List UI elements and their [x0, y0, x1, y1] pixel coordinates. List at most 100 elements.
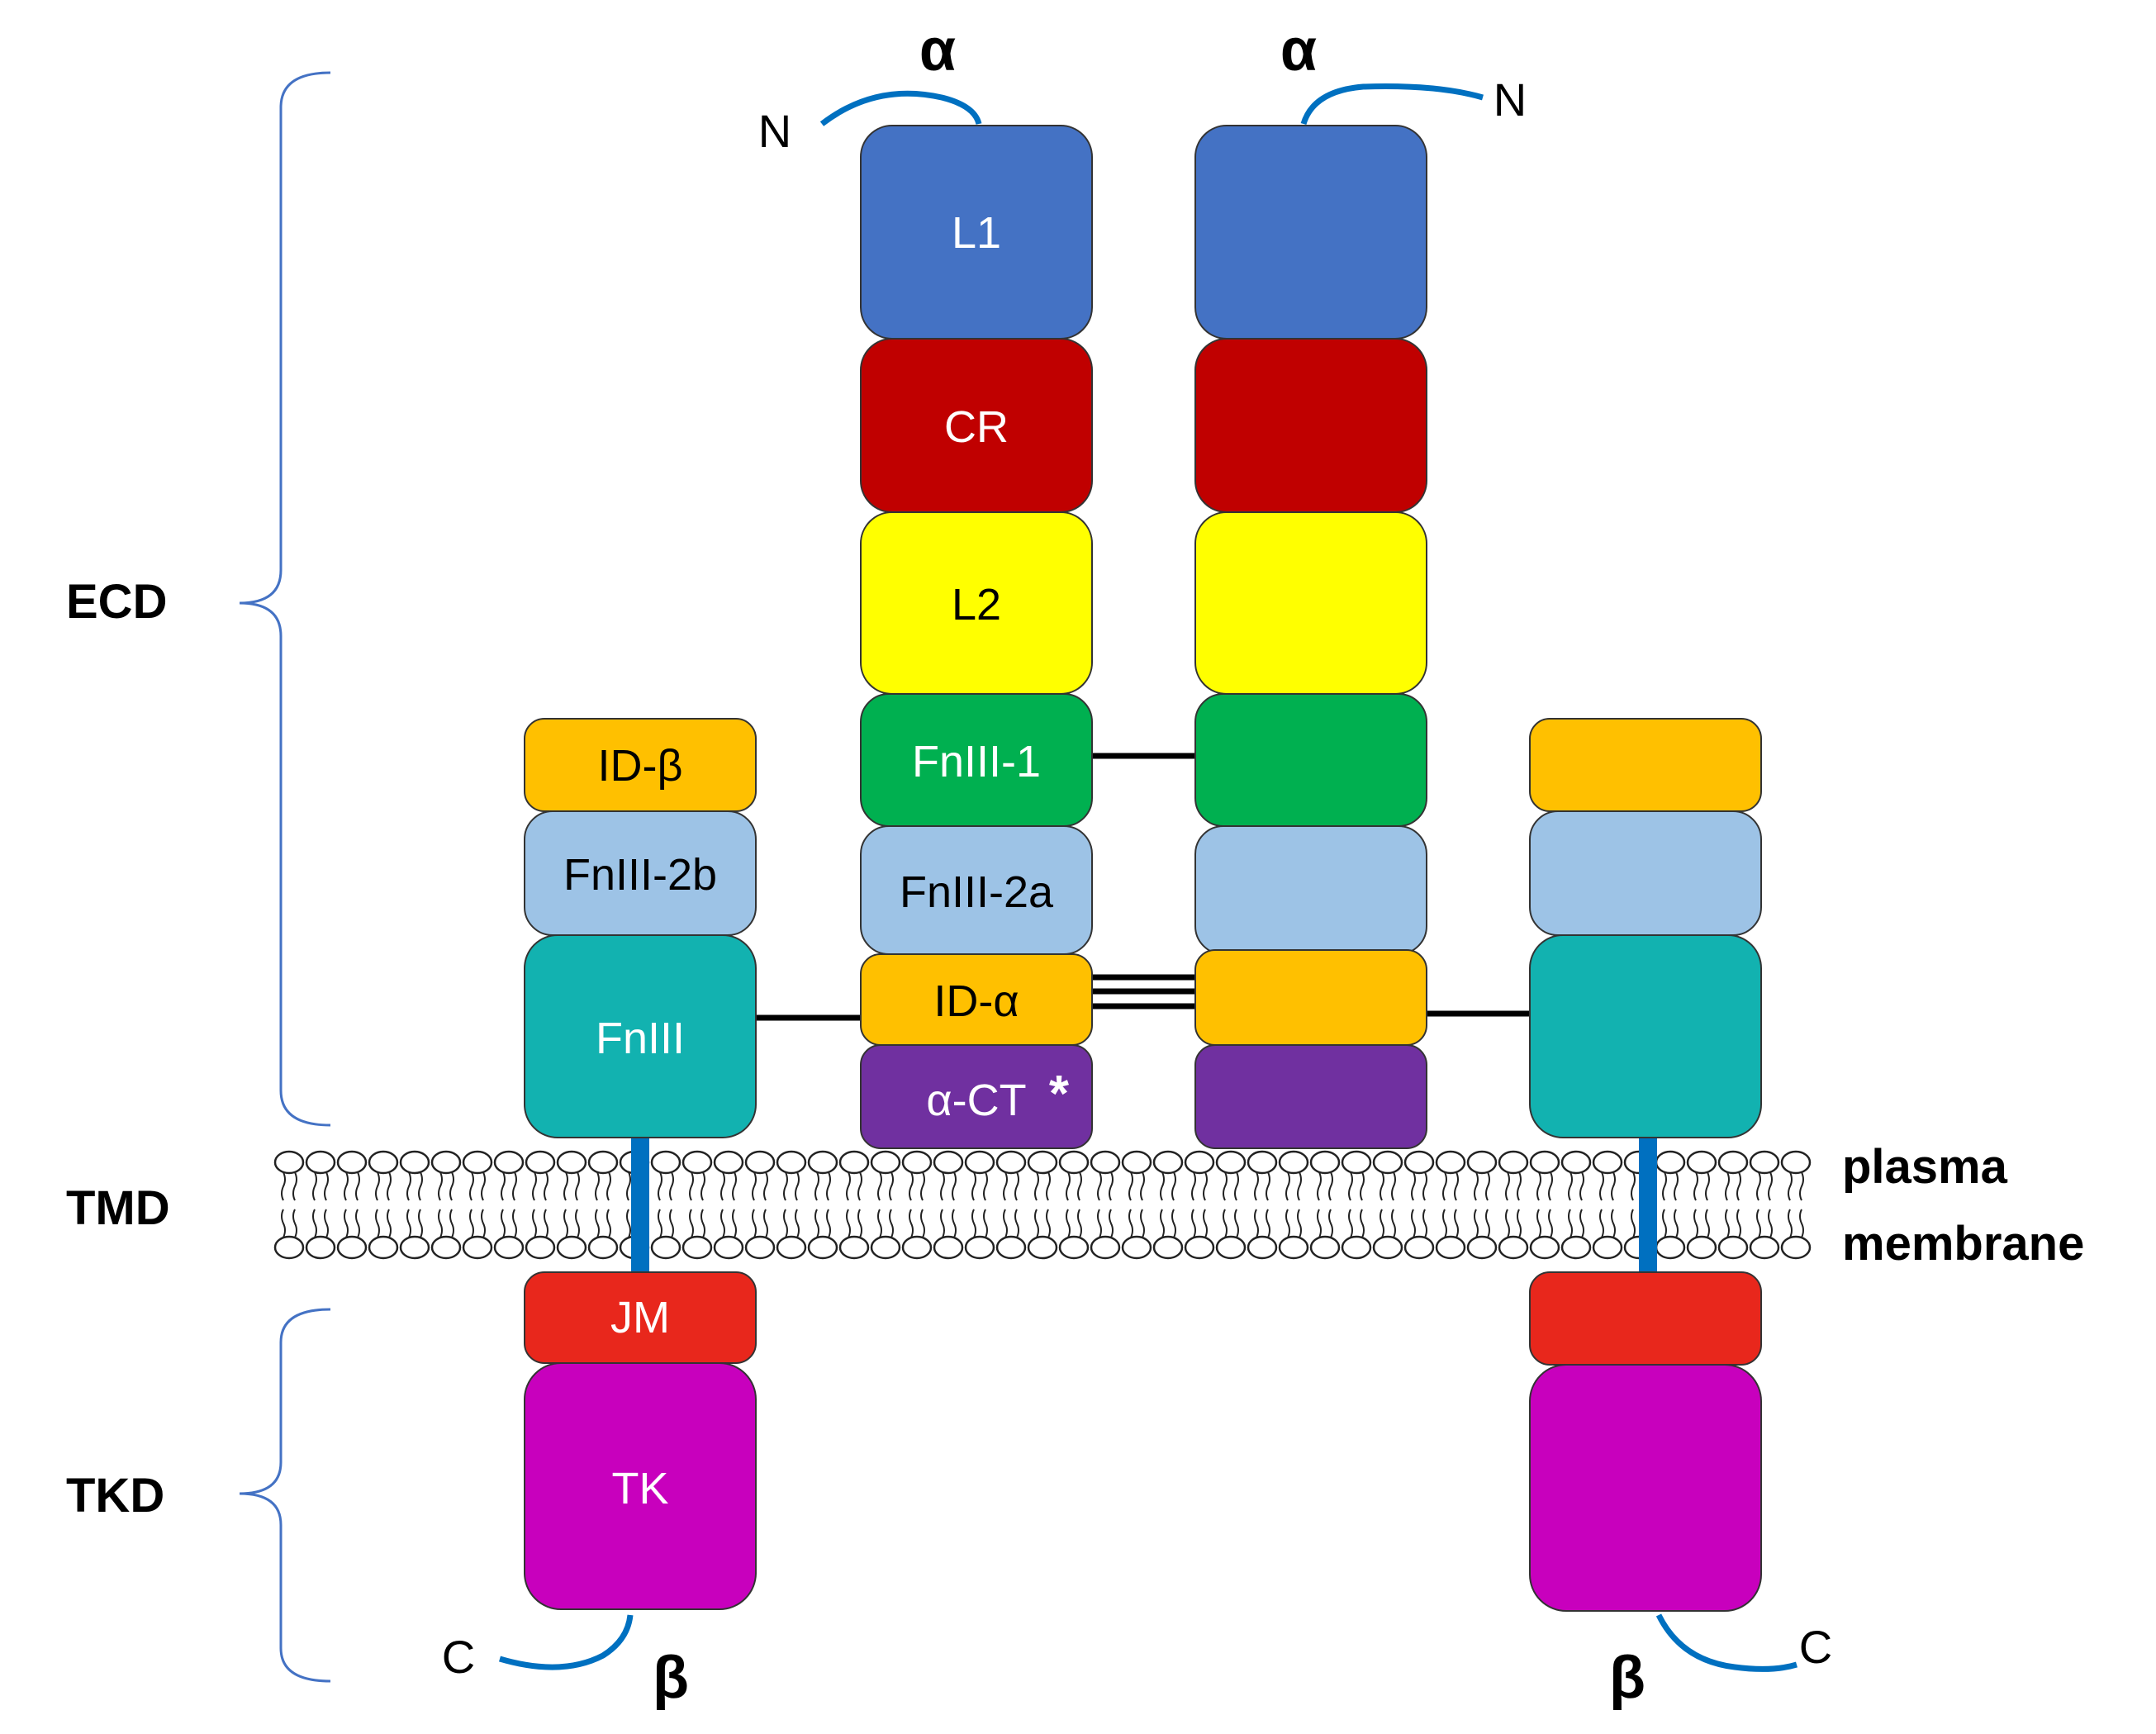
- lipid-head: [933, 1150, 964, 1175]
- lipid-tail: [1234, 1209, 1239, 1238]
- lipid-head: [1309, 1235, 1341, 1260]
- lipid-head: [1121, 1150, 1152, 1175]
- lipid-tail: [512, 1171, 517, 1201]
- lipid-tail: [1768, 1209, 1773, 1238]
- lipid-head: [1749, 1150, 1780, 1175]
- domain-label-cr: CR: [944, 402, 1009, 452]
- lipid-head: [587, 1235, 619, 1260]
- lipid-tail: [920, 1171, 925, 1201]
- lipid-head: [964, 1235, 995, 1260]
- lipid-head: [870, 1235, 901, 1260]
- lipid-tail: [387, 1171, 392, 1201]
- lipid-tail: [1191, 1171, 1196, 1201]
- lipid-tail: [1003, 1209, 1008, 1238]
- lipid-tail: [1317, 1171, 1322, 1201]
- lipid-head: [1090, 1150, 1121, 1175]
- lipid-head: [587, 1150, 619, 1175]
- lipid-tail: [1442, 1171, 1447, 1201]
- lipid-tail: [1756, 1171, 1761, 1201]
- lipid-head: [305, 1235, 336, 1260]
- lipid-tail: [438, 1209, 443, 1238]
- lipid-head: [273, 1150, 305, 1175]
- lipid-tail: [292, 1209, 297, 1238]
- lipid-tail: [752, 1209, 757, 1238]
- lipid-tail: [1140, 1171, 1145, 1201]
- domain-alpha-ct-left: [860, 1044, 1093, 1149]
- lipid-head: [1529, 1235, 1560, 1260]
- lipid-tail: [1411, 1171, 1416, 1201]
- lipid-tail: [1046, 1209, 1051, 1238]
- lipid-head: [807, 1150, 838, 1175]
- lipid-tail: [783, 1171, 788, 1201]
- lipid-tail: [877, 1209, 882, 1238]
- lipid-head: [1529, 1150, 1560, 1175]
- domain-fniii2a-right: [1194, 825, 1427, 955]
- lipid-head: [681, 1150, 713, 1175]
- lipid-head: [462, 1235, 493, 1260]
- lipid-tail: [795, 1209, 800, 1238]
- domain-alpha-ct-right: [1194, 1044, 1427, 1149]
- lipid-tail: [1568, 1209, 1573, 1238]
- lipid-tail: [814, 1171, 819, 1201]
- lipid-tail: [544, 1171, 548, 1201]
- lipid-head: [368, 1150, 399, 1175]
- domain-tk-left: [524, 1362, 757, 1610]
- lipid-tail: [1579, 1171, 1584, 1201]
- lipid-tail: [563, 1171, 568, 1201]
- domain-l2-right: [1194, 511, 1427, 695]
- domain-label-l2: L2: [952, 580, 1001, 629]
- lipid-head: [273, 1235, 305, 1260]
- lipid-tail: [889, 1209, 894, 1238]
- domain-label-jm: JM: [610, 1293, 670, 1342]
- lipid-tail: [1234, 1171, 1239, 1201]
- domain-tk-right: [1529, 1364, 1762, 1612]
- lipid-tail: [324, 1171, 329, 1201]
- lipid-tail: [344, 1171, 349, 1201]
- lipid-tail: [606, 1171, 611, 1201]
- lipid-tail: [1599, 1171, 1604, 1201]
- lipid-head: [305, 1150, 336, 1175]
- lipid-tail: [481, 1171, 486, 1201]
- lipid-tail: [1191, 1209, 1196, 1238]
- lipid-head: [744, 1235, 776, 1260]
- lipid-head: [1655, 1150, 1686, 1175]
- lipid-tail: [1788, 1209, 1793, 1238]
- lipid-tail: [1097, 1209, 1102, 1238]
- lipid-tail: [1631, 1171, 1636, 1201]
- lipid-head: [681, 1235, 713, 1260]
- lipid-head: [1027, 1235, 1058, 1260]
- lipid-head: [336, 1150, 368, 1175]
- n-terminus-label-left: N: [758, 105, 791, 157]
- lipid-tail: [1285, 1171, 1290, 1201]
- lipid-tail: [1736, 1171, 1741, 1201]
- lipid-head: [462, 1150, 493, 1175]
- lipid-tail: [700, 1209, 705, 1238]
- domain-fniii2b-right: [1529, 810, 1762, 936]
- lipid-head: [1341, 1235, 1372, 1260]
- lipid-head: [1592, 1150, 1623, 1175]
- domain-fniii3-right: [1529, 934, 1762, 1138]
- lipid-tail: [1485, 1209, 1490, 1238]
- lipid-tail: [814, 1209, 819, 1238]
- lipid-tail: [406, 1171, 411, 1201]
- lipid-tail: [1348, 1171, 1353, 1201]
- lipid-tail: [1693, 1171, 1698, 1201]
- lipid-head: [368, 1235, 399, 1260]
- domain-cr-right: [1194, 338, 1427, 513]
- lipid-head: [1278, 1235, 1309, 1260]
- lipid-head: [1560, 1150, 1592, 1175]
- lipid-tail: [281, 1209, 286, 1238]
- alpha-ct-asterisk: *: [1049, 1066, 1070, 1123]
- lipid-tail: [1799, 1209, 1804, 1238]
- lipid-tail: [658, 1209, 662, 1238]
- lipid-tail: [1317, 1209, 1322, 1238]
- lipid-tail: [1014, 1209, 1019, 1238]
- lipid-tail: [1223, 1209, 1228, 1238]
- lipid-tail: [952, 1171, 957, 1201]
- lipid-head: [1247, 1150, 1278, 1175]
- lipid-tail: [1674, 1209, 1679, 1238]
- lipid-tail: [1328, 1171, 1333, 1201]
- lipid-head: [430, 1150, 462, 1175]
- lipid-tail: [575, 1171, 580, 1201]
